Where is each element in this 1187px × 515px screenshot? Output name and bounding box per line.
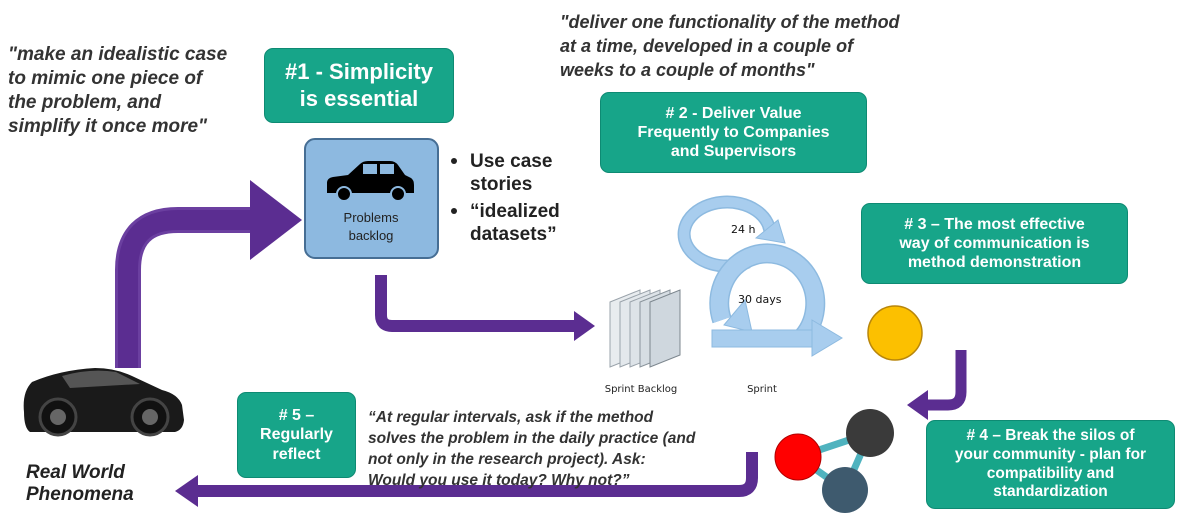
quote-regular-reflection: “At regular intervals, ask if the method…	[368, 409, 696, 489]
backlog-label-line1: Problems	[344, 210, 399, 225]
arrow-demo-to-graph	[907, 350, 967, 420]
arrow-graph-to-world	[175, 452, 758, 507]
car-icon	[327, 161, 414, 202]
daily-cycle-icon	[677, 195, 786, 273]
bullet-dot-1	[451, 158, 457, 164]
quote-idealistic-case: "make an idealistic case to mimic one pi…	[8, 44, 228, 137]
bullet-idealized-datasets: “idealized datasets”	[470, 201, 560, 245]
sports-car-icon	[23, 368, 184, 437]
bullet-use-case-stories: Use case stories	[470, 151, 553, 195]
problems-backlog-box: Problems backlog	[304, 138, 439, 259]
principle-3-box: # 3 – The most effective way of communic…	[861, 203, 1128, 284]
arrow-world-to-backlog	[115, 180, 302, 368]
principle-5-box: # 5 – Regularly reflect	[237, 392, 356, 478]
backlog-label-line2: backlog	[349, 228, 394, 243]
quote-deliver-functionality: "deliver one functionality of the method…	[560, 12, 900, 80]
demonstration-node	[867, 305, 923, 361]
principle-1-box: #1 - Simplicity is essential	[264, 48, 454, 123]
sprint-label: Sprint	[747, 384, 777, 395]
real-world-label: Real World Phenomena	[26, 462, 134, 505]
community-graph-icon	[774, 409, 894, 513]
principle-2-box: # 2 - Deliver Value Frequently to Compan…	[600, 92, 867, 173]
arrow-backlog-to-sprint	[375, 275, 595, 341]
daily-cycle-label: 24 h	[731, 223, 755, 236]
bullet-dot-2	[451, 208, 457, 214]
principle-4-box: # 4 – Break the silos of your community …	[926, 420, 1175, 509]
sprint-cycle-label: 30 days	[738, 293, 782, 306]
sprint-cycle-icon	[709, 243, 843, 357]
sprint-backlog-label: Sprint Backlog	[605, 384, 678, 395]
sprint-backlog-icon	[609, 289, 681, 368]
